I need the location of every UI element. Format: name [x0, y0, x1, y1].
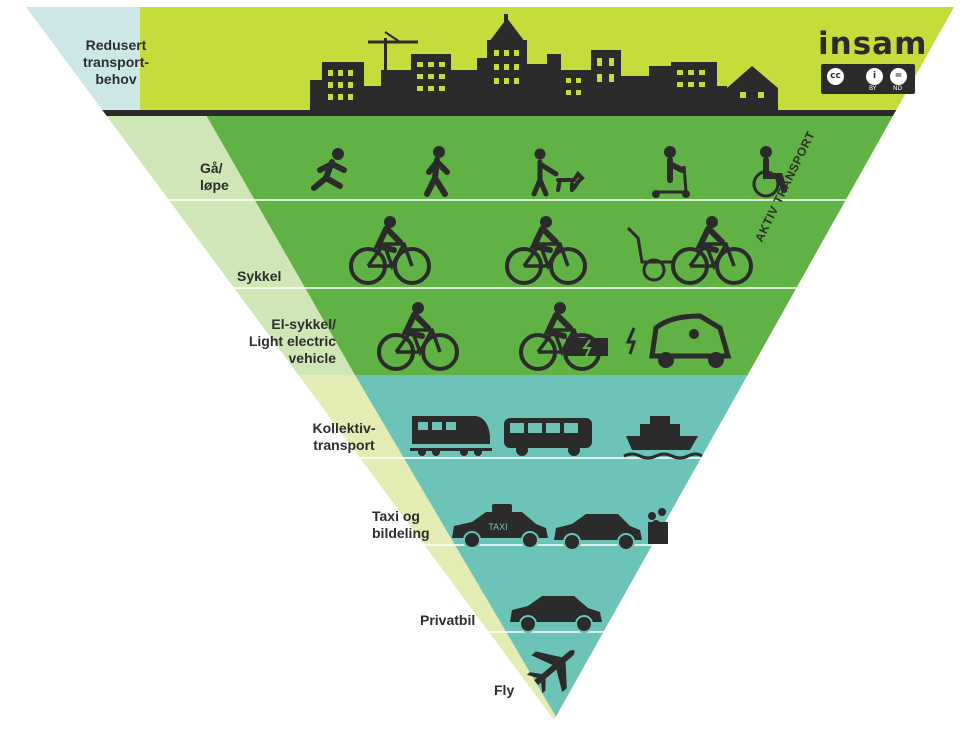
level-label-bicycle: Sykkel [237, 268, 282, 284]
level-label-taxi-carsharing: Taxi og bildeling [372, 508, 430, 541]
walker-icon [424, 146, 450, 197]
airplane-icon [526, 650, 575, 694]
runner-icon [311, 148, 347, 191]
train-icon [410, 416, 492, 456]
level-label-reduced-demand: Redusert transport- behov [82, 37, 150, 87]
kick-scooter-icon [652, 146, 690, 198]
city-skyline-icon [310, 14, 778, 112]
taxi-icon [452, 504, 548, 549]
shared-car-icon [554, 508, 668, 551]
bike-trailer-icon [626, 216, 753, 285]
cc-icon: cc [826, 67, 845, 86]
cc-license-badge: cc i = BY ND [821, 64, 915, 94]
light-electric-vehicle-icon [625, 313, 732, 368]
by-text: BY [869, 85, 877, 92]
no-derivatives-icon: = [889, 67, 908, 86]
insam-logo: insam cc i = BY ND [818, 26, 926, 96]
ferry-icon [623, 416, 703, 460]
cargo-bike-icon [519, 302, 608, 371]
dog-walker-icon [531, 148, 585, 197]
level-label-fly: Fly [494, 682, 515, 698]
taxi-sign-text: TAXI [488, 522, 507, 532]
level-label-private-car: Privatbil [420, 612, 476, 628]
bus-icon [504, 418, 592, 456]
nd-text: ND [893, 85, 903, 92]
level-label-public-transport: Kollektiv- transport [312, 420, 376, 453]
wheelchair-icon [752, 146, 787, 198]
level-label-ebike: El-sykkel/ Light electric vehicle [248, 316, 336, 366]
by-attribution-icon: i [865, 67, 884, 86]
private-car-icon [510, 596, 602, 633]
logo-wordmark: insam [818, 26, 928, 62]
level-label-walk-run: Gå/ løpe [200, 160, 229, 193]
